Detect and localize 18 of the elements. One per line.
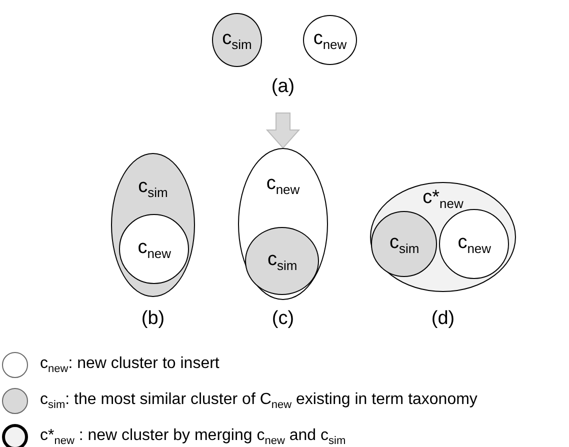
cluster-label: c*$_{new}$ bbox=[422, 187, 464, 213]
cluster-label: c$_{new}$ bbox=[265, 173, 301, 199]
panel-caption: (c) bbox=[272, 308, 294, 330]
cluster-label: c$_{sim}$ bbox=[221, 28, 253, 54]
legend-text: c$_{sim}$: the most similar cluster of C$_{new}$ existing in term taxonomy bbox=[40, 391, 478, 412]
cluster-label: c$_{sim}$ bbox=[137, 176, 169, 202]
panel-caption: (a) bbox=[271, 76, 295, 98]
cluster-label: c$_{sim}$ bbox=[388, 232, 420, 258]
cluster-label: c$_{new}$ bbox=[456, 232, 492, 258]
cluster-label: c$_{new}$ bbox=[312, 28, 348, 54]
cluster-label: c$_{new}$ bbox=[136, 237, 172, 264]
cluster-ellipse bbox=[303, 15, 357, 65]
cluster-ellipse bbox=[212, 13, 262, 67]
panel-caption: (d) bbox=[431, 308, 455, 330]
panel-caption: (b) bbox=[141, 308, 165, 330]
cluster-label: c$_{sim}$ bbox=[266, 249, 298, 276]
legend-text: c*$_{new}$ : new cluster by merging c$_{new}$ and c$_{sim}$ bbox=[40, 427, 346, 447]
legend-text: c$_{new}$: new cluster to insert bbox=[40, 355, 220, 376]
